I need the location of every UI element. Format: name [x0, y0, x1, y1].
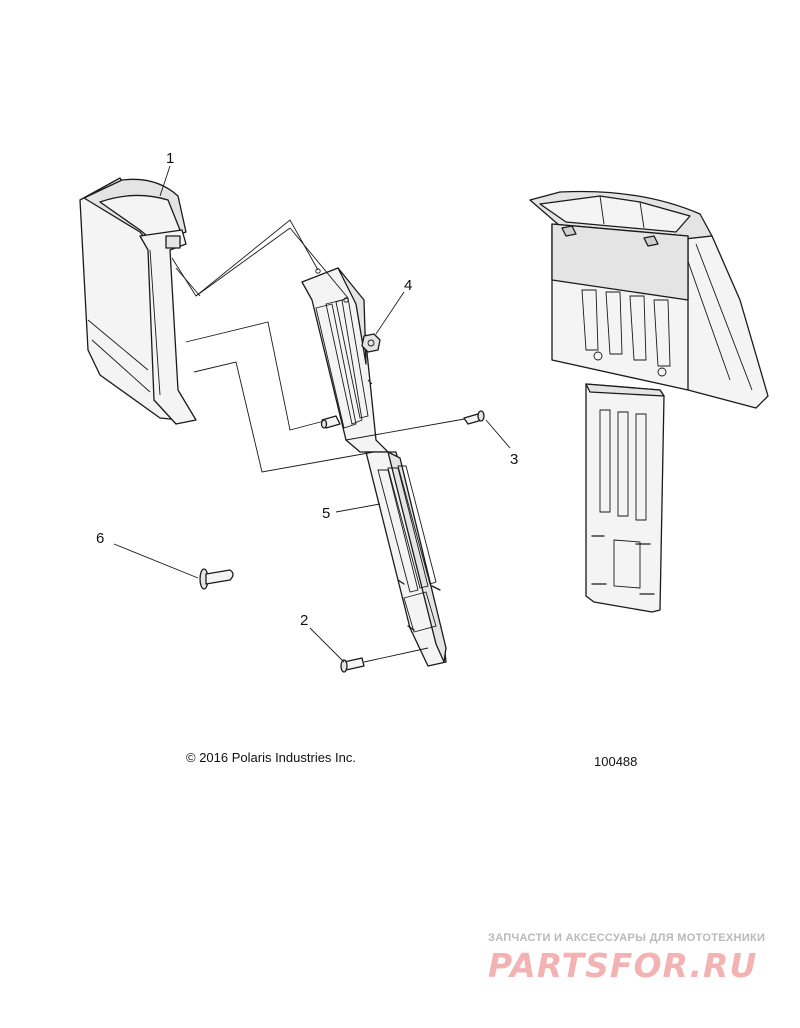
- watermark-logo: PARTSFOR.RU: [488, 946, 758, 985]
- callout-3: 3: [510, 451, 518, 468]
- callout-6: 6: [96, 530, 104, 547]
- watermark-tagline: ЗАПЧАСТИ И АКСЕССУАРЫ ДЛЯ МОТОТЕХНИКИ: [488, 932, 766, 944]
- mounting-bracket-part-5: [301, 267, 447, 667]
- assembly-lines: [171, 219, 471, 473]
- pin-part-3: [320, 410, 485, 429]
- callout-leaders: [113, 165, 511, 663]
- callout-4: 4: [404, 277, 412, 294]
- callout-5: 5: [322, 505, 330, 522]
- nut-part-4: [361, 333, 381, 353]
- callout-1: 1: [166, 150, 174, 167]
- screw-part-2: [340, 647, 429, 673]
- rivet-part-6: [199, 568, 234, 590]
- copyright-notice: © 2016 Polaris Industries Inc.: [186, 750, 356, 765]
- backrest-cushion-part-1: [79, 177, 197, 425]
- assembled-backrest: [529, 190, 769, 613]
- callout-2: 2: [300, 612, 308, 629]
- drawing-number: 100488: [594, 754, 638, 769]
- callout-labels: 1 2 3 4 5 6: [96, 150, 518, 629]
